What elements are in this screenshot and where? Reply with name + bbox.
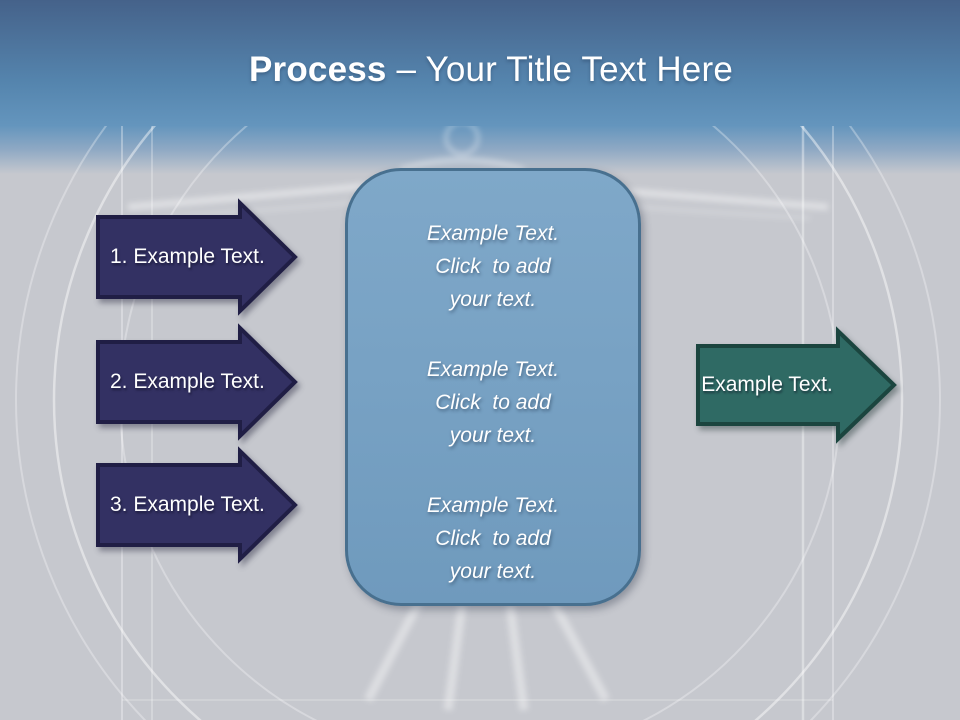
title-banner [0, 0, 960, 174]
text-line: Click to add [435, 391, 551, 414]
block-arrow-shape [96, 323, 298, 441]
step-arrow-3-label: 3. Example Text. [110, 493, 265, 516]
text-group-3: Example Text. Click to add your text. [427, 489, 559, 588]
text-group-2: Example Text. Click to add your text. [427, 353, 559, 452]
text-group-1: Example Text. Click to add your text. [427, 217, 559, 316]
text-line: Example Text. [426, 494, 560, 517]
text-line: your text. [449, 560, 537, 583]
step-arrow-3: 3. Example Text. [96, 446, 298, 564]
step-arrow-2: 2. Example Text. [96, 323, 298, 441]
slide-title: Process – Your Title Text Here [11, 50, 960, 90]
text-line: Click to add [435, 527, 551, 550]
title-keyword: Process [248, 50, 387, 89]
result-arrow: Example Text. [696, 326, 898, 444]
block-arrow-shape [696, 326, 897, 444]
text-line: your text. [449, 288, 537, 311]
result-arrow-label: Example Text. [701, 373, 833, 396]
text-line: Click to add [435, 255, 551, 278]
step-arrow-1-label: 1. Example Text. [110, 245, 265, 268]
text-line: your text. [449, 424, 537, 447]
block-arrow-shape [96, 446, 298, 564]
text-line: Example Text. [426, 358, 560, 381]
step-arrow-2-label: 2. Example Text. [110, 370, 265, 393]
text-line: Example Text. [426, 222, 560, 245]
center-text-box: Example Text. Click to add your text. Ex… [345, 168, 641, 606]
title-subtitle: – Your Title Text Here [396, 50, 733, 89]
step-arrow-1: 1. Example Text. [96, 198, 298, 316]
